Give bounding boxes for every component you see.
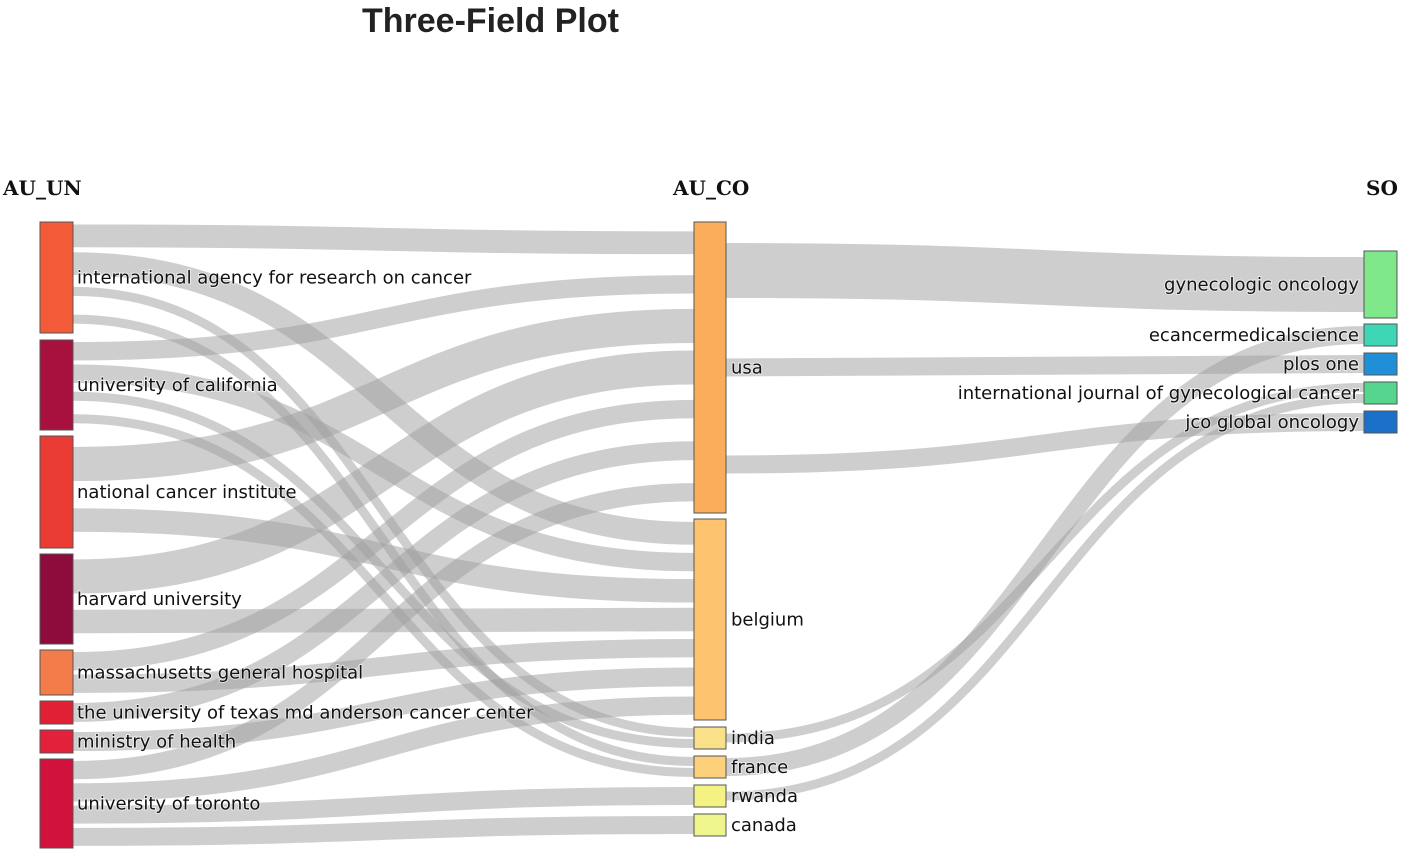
labels-layer: international agency for research on can… — [76, 267, 1361, 838]
flows-layer — [72, 224, 1365, 846]
column-header-middle: AU_CO — [672, 176, 749, 200]
plot-title: Three-Field Plot — [362, 2, 619, 40]
node-label-ijgc: international journal of gynecological c… — [958, 383, 1360, 404]
au-un-au-co-flow-nci-belgium — [72, 508, 695, 603]
au-un-au-co-flow-utoronto-belgium — [72, 696, 695, 802]
node-label-canada: canada — [731, 815, 797, 836]
au-un-au-co-flow-harvard-usa — [72, 350, 695, 594]
node-ijgc[interactable] — [1363, 381, 1398, 405]
au-co-so-flow-france-ecancer — [725, 326, 1365, 776]
au-un-au-co-flow-moh-belgium — [72, 667, 695, 751]
au-co-so-flow-usa-gyno — [725, 243, 1365, 312]
column-header-left: AU_UN — [2, 176, 82, 200]
node-label-nci: national cancer institute — [77, 482, 297, 503]
node-gyno[interactable] — [1363, 250, 1398, 319]
node-label-mgh: massachusetts general hospital — [77, 663, 363, 684]
node-usa[interactable] — [693, 221, 727, 514]
au-co-so-flow-usa-plos — [725, 355, 1365, 377]
node-label-mdacc: the university of texas md anderson canc… — [77, 703, 534, 724]
nodes-layer — [39, 221, 1398, 849]
node-label-iarc: international agency for research on can… — [77, 268, 472, 289]
node-label-belgium: belgium — [731, 610, 804, 631]
au-un-au-co-flow-utoronto-canada — [72, 816, 695, 846]
node-label-jco: jco global oncology — [1184, 412, 1359, 433]
node-label-usa: usa — [731, 358, 763, 379]
node-nci[interactable] — [39, 435, 74, 549]
node-jco[interactable] — [1363, 410, 1398, 434]
node-moh[interactable] — [39, 729, 74, 754]
column-header-right: SO — [1366, 176, 1398, 200]
node-utoronto[interactable] — [39, 758, 74, 849]
node-france[interactable] — [693, 755, 727, 779]
node-label-harvard: harvard university — [77, 589, 242, 610]
au-un-au-co-flow-nci-usa — [72, 308, 695, 482]
node-label-france: france — [731, 757, 788, 778]
node-mgh[interactable] — [39, 649, 74, 696]
au-un-au-co-flow-mgh-belgium — [72, 639, 695, 693]
node-ucal[interactable] — [39, 339, 74, 431]
node-label-utoronto: university of toronto — [77, 794, 260, 815]
au-un-au-co-flow-iarc-usa — [72, 224, 695, 255]
node-harvard[interactable] — [39, 553, 74, 645]
node-canada[interactable] — [693, 813, 727, 837]
node-mdacc[interactable] — [39, 700, 74, 725]
node-label-moh: ministry of health — [77, 732, 236, 753]
node-label-gyno: gynecologic oncology — [1164, 275, 1359, 296]
node-label-rwanda: rwanda — [731, 786, 798, 807]
au-un-au-co-flow-mdacc-usa — [72, 441, 695, 722]
node-label-ucal: university of california — [77, 375, 278, 396]
node-label-ecancer: ecancermedicalscience — [1149, 325, 1359, 346]
node-belgium[interactable] — [693, 518, 727, 721]
node-iarc[interactable] — [39, 221, 74, 334]
node-plos[interactable] — [1363, 352, 1398, 376]
au-un-au-co-flow-utoronto-usa — [72, 483, 695, 780]
node-label-india: india — [731, 728, 775, 749]
au-un-au-co-flow-mgh-usa — [72, 399, 695, 671]
au-un-au-co-flow-utoronto-rwanda — [72, 787, 695, 824]
node-india[interactable] — [693, 726, 727, 750]
node-label-plos: plos one — [1283, 354, 1359, 375]
node-ecancer[interactable] — [1363, 323, 1398, 347]
au-co-so-flow-rwanda-ijgc — [725, 394, 1365, 801]
au-un-au-co-flow-ucal-usa — [72, 275, 695, 361]
node-rwanda[interactable] — [693, 784, 727, 808]
